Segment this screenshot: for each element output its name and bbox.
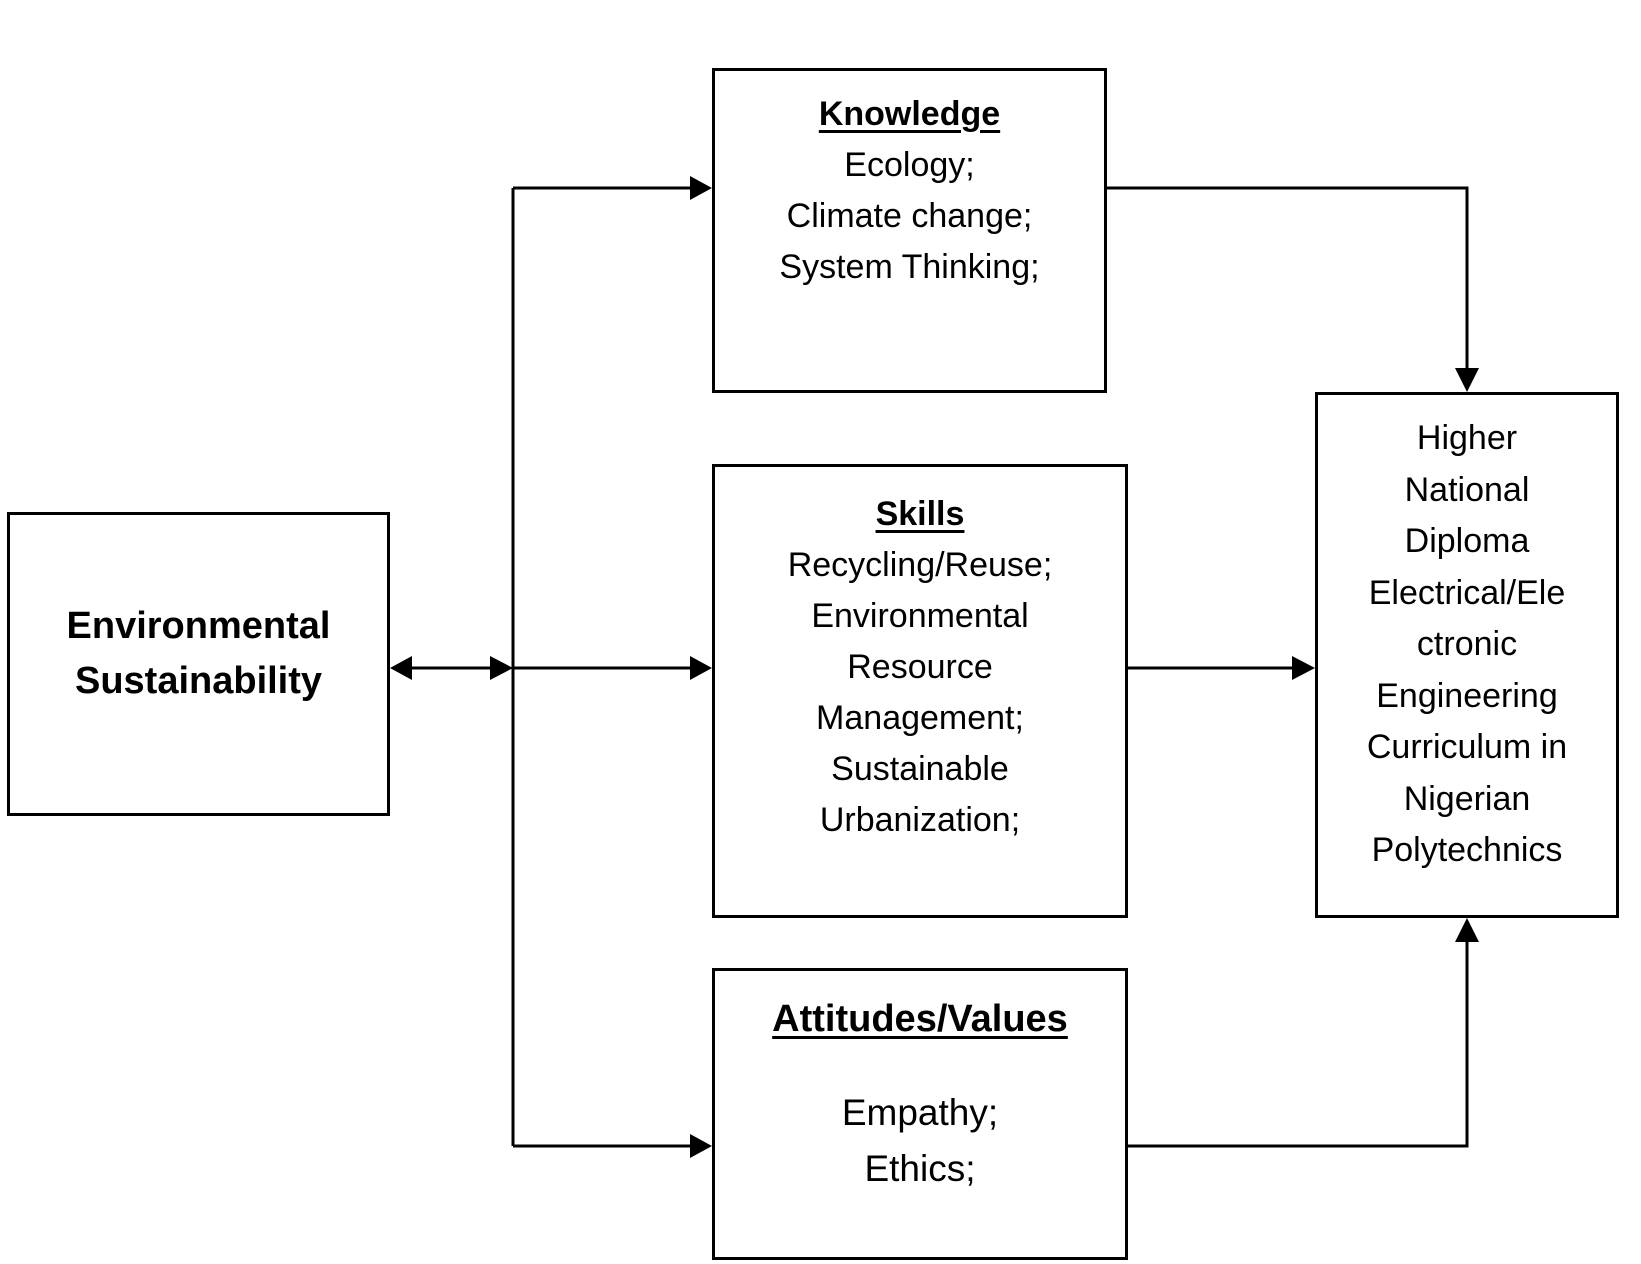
- node-title: Attitudes/Values: [772, 998, 1068, 1040]
- node-label: Sustainability: [74, 660, 323, 702]
- node-item: Recycling/Reuse;: [787, 546, 1053, 584]
- node-title: Knowledge: [818, 95, 1001, 133]
- node-label: National: [1404, 470, 1530, 509]
- arrowhead-skills-icon: [690, 656, 712, 680]
- node-item: Urbanization;: [819, 801, 1021, 839]
- knowledge-curriculum-line: [1107, 186, 1469, 370]
- attitudes-curriculum-line: [1128, 940, 1469, 1148]
- arrowhead-knowledge-icon: [690, 176, 712, 200]
- node-label: ctronic: [1416, 625, 1518, 663]
- node-item: Ecology;: [844, 146, 975, 184]
- node-label: Higher: [1416, 419, 1518, 457]
- arrowhead-attitudes-icon: [690, 1134, 712, 1158]
- node-item: Environmental: [811, 597, 1029, 635]
- node-item: Ethics;: [864, 1148, 976, 1189]
- node-item: System Thinking;: [779, 248, 1040, 286]
- arrowhead-curriculum-bottom-icon: [1455, 918, 1479, 942]
- knowledge-node: Knowledge Ecology; Climate change; Syste…: [712, 68, 1107, 393]
- node-label: Curriculum in: [1366, 728, 1568, 766]
- node-item: Resource: [847, 648, 993, 686]
- attitudes-values-node: Attitudes/Values Empathy; Ethics;: [712, 968, 1128, 1260]
- arrowhead-curriculum-top-icon: [1455, 368, 1479, 392]
- arrowhead-right-icon: [490, 656, 513, 680]
- node-label: Nigerian: [1403, 779, 1531, 818]
- node-item: Management;: [816, 699, 1024, 737]
- node-label: Engineering: [1376, 676, 1558, 715]
- arrowhead-left-icon: [390, 656, 412, 680]
- node-label: Environmental: [66, 605, 331, 647]
- skills-node: Skills Recycling/Reuse; Environmental Re…: [712, 464, 1128, 918]
- node-label: Polytechnics: [1371, 831, 1563, 869]
- node-item: Climate change;: [786, 197, 1033, 235]
- node-item: Sustainable: [831, 750, 1009, 788]
- arrowhead-curriculum-left-icon: [1292, 656, 1315, 680]
- environmental-sustainability-node: Environmental Sustainability: [7, 512, 390, 816]
- hnd-curriculum-node: Higher National Diploma Electrical/Ele c…: [1315, 392, 1619, 918]
- node-label: Electrical/Ele: [1368, 573, 1566, 612]
- node-title: Skills: [875, 495, 965, 533]
- node-item: Empathy;: [841, 1092, 999, 1133]
- node-label: Diploma: [1404, 522, 1530, 560]
